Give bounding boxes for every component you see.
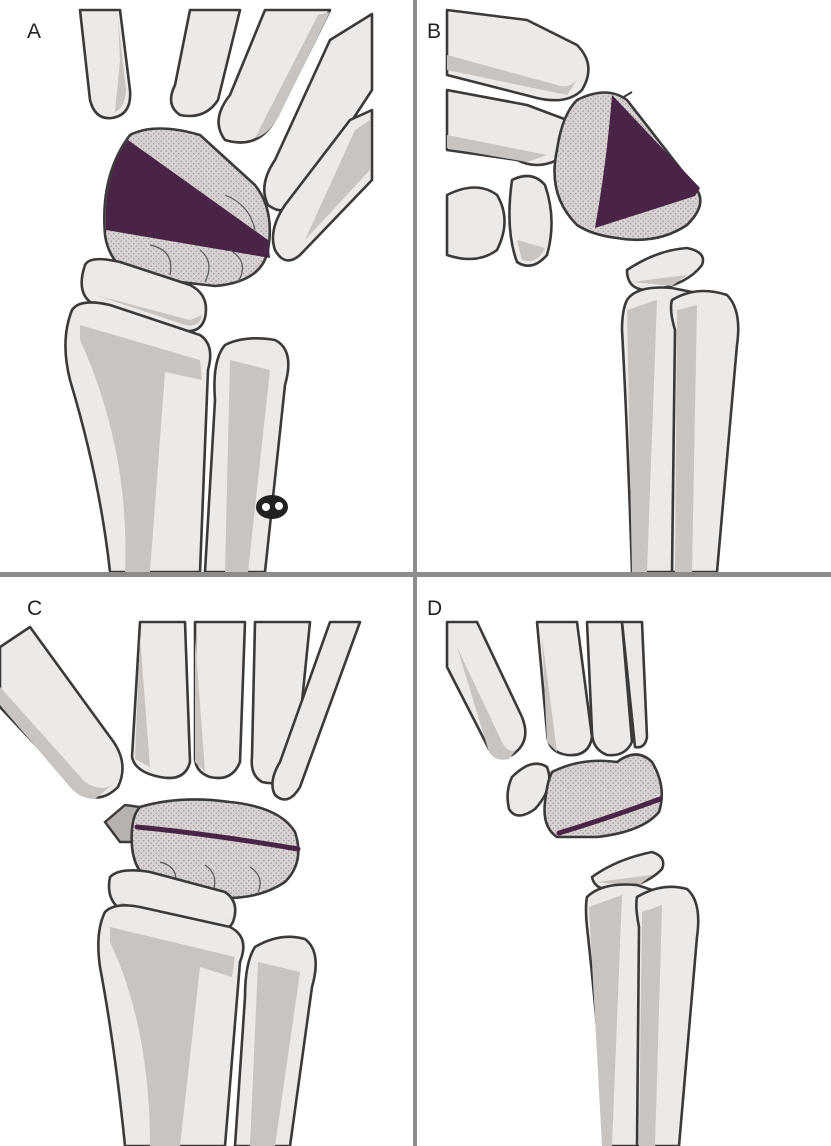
panel-d: D <box>417 577 831 1146</box>
radius-bone <box>65 302 210 572</box>
panel-b-label: B <box>427 20 441 44</box>
panel-b-illustration <box>417 0 831 572</box>
ulna-bone <box>235 937 316 1146</box>
panel-a-illustration <box>0 0 413 572</box>
ulna-bone <box>205 338 288 572</box>
panel-d-label: D <box>427 597 442 621</box>
ulna-bone <box>636 887 698 1146</box>
panel-a-label: A <box>27 20 41 44</box>
radius-bone <box>98 905 243 1146</box>
panel-b: B <box>417 0 831 572</box>
metacarpal-bones <box>447 622 647 760</box>
panel-d-illustration <box>417 577 831 1146</box>
scaphoid-bone <box>545 755 662 838</box>
small-logo-mark-icon <box>256 495 288 519</box>
trapezium-bone <box>508 764 550 816</box>
panel-c-illustration <box>0 577 413 1146</box>
metacarpal-bones <box>0 622 360 800</box>
scaphoid-bone <box>104 129 270 287</box>
panel-c: C <box>0 577 413 1146</box>
panel-c-label: C <box>27 597 42 621</box>
scaphoid-bone <box>555 92 701 240</box>
ulna-bone <box>671 291 738 572</box>
panel-a: A <box>0 0 413 572</box>
